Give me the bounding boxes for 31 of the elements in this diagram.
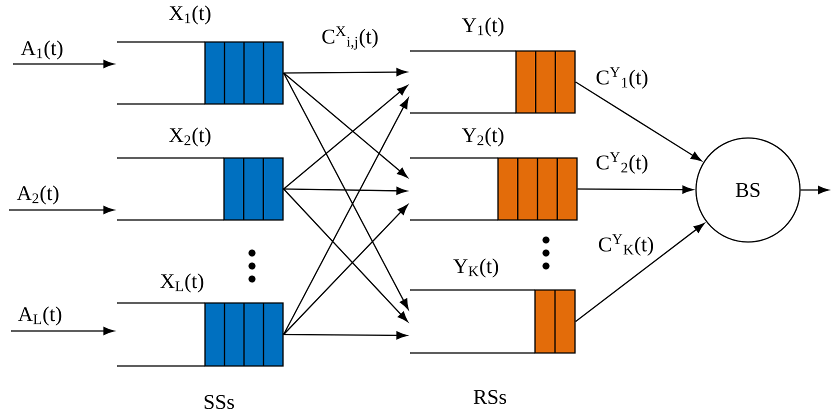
- queue-label: Y$_{1}$(t): [462, 18, 504, 36]
- arrow: [284, 68, 408, 76]
- edge-label: C$^{Y}$$_{K}$(t): [597, 233, 655, 257]
- arrow: [283, 72, 408, 178]
- edge-label: A$_{2}$(t): [16, 184, 60, 206]
- arrow: [575, 81, 702, 162]
- edge-label: C$^{Y}$$_{2}$(t): [594, 151, 650, 175]
- queue-label: X$_{L}$(t): [160, 274, 204, 292]
- queue-label: X$_{2}$(t): [169, 128, 210, 146]
- edge-label: A$_{1}$(t): [20, 40, 64, 60]
- rate-label: C$^{X}$$_{i,j}$(t): [322, 26, 378, 50]
- arrow: [13, 60, 114, 68]
- arrow: [800, 186, 829, 194]
- arrow: [283, 204, 408, 335]
- arrow: [578, 186, 694, 194]
- arrow: [283, 72, 409, 310]
- edge-label: A$_{L}$(t): [16, 306, 64, 326]
- arrow: [283, 98, 409, 335]
- arrow: [284, 186, 408, 195]
- edge-label: C$^{Y}$$_{1}$(t): [594, 66, 650, 90]
- queue-label: Y$_{K}$(t): [453, 258, 498, 278]
- arrow: [283, 85, 408, 190]
- queue-label: X$_{1}$(t): [169, 6, 210, 24]
- arrow: [575, 223, 704, 322]
- queue-label: Y$_{2}$(t): [462, 128, 504, 146]
- group-label: RSs: [474, 390, 506, 404]
- arrow: [284, 331, 408, 340]
- arrow: [9, 206, 114, 214]
- arrow: [283, 188, 408, 322]
- arrow: [11, 326, 114, 336]
- group-label: SSs: [204, 394, 234, 410]
